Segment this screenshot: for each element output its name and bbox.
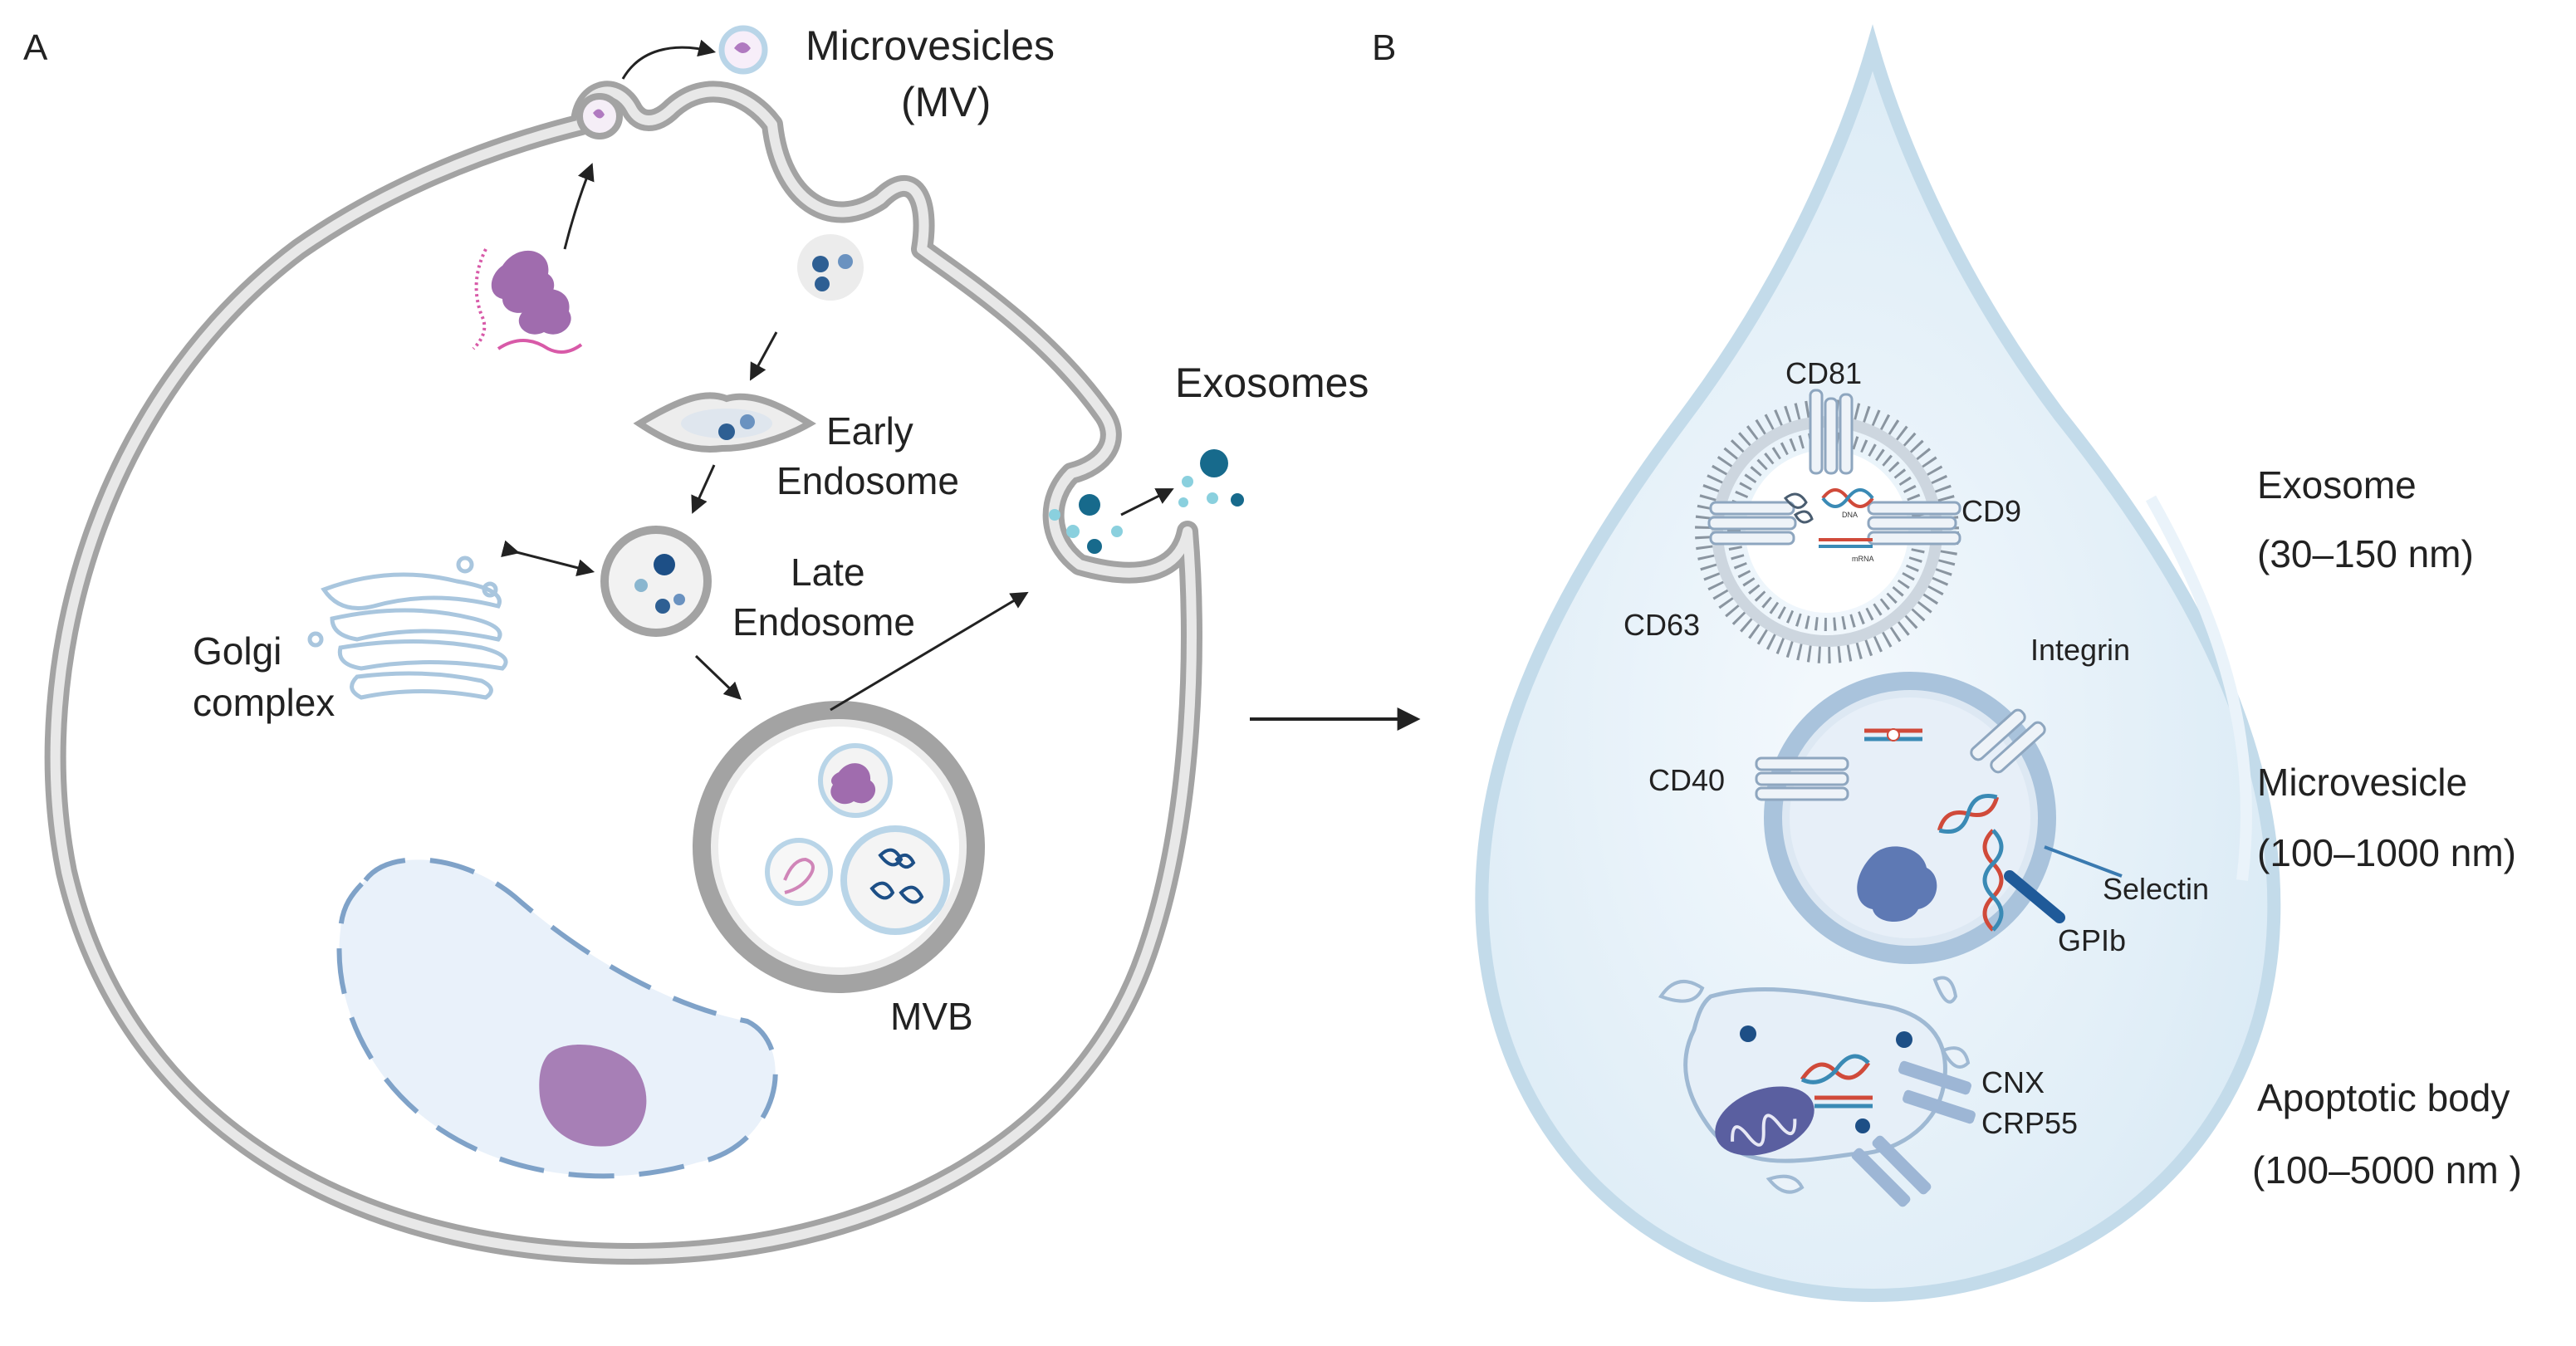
bud-cargo bbox=[593, 109, 605, 119]
late-cargo-4 bbox=[673, 594, 685, 605]
cell-membrane-inner-line bbox=[50, 86, 1197, 1259]
drop-highlight bbox=[2145, 495, 2253, 881]
cargo-cluster bbox=[472, 248, 583, 354]
released-mv-cargo bbox=[734, 42, 751, 53]
label-microvesicles: Microvesicles bbox=[806, 22, 1055, 69]
late-cargo-3 bbox=[655, 599, 670, 614]
endocytic-vesicle bbox=[797, 234, 864, 301]
mvb-protein-cargo bbox=[830, 763, 876, 805]
label-gpib: GPIb bbox=[2058, 923, 2126, 957]
exosome-structure: DNA mRNA bbox=[1695, 389, 1961, 663]
label-cd40: CD40 bbox=[1648, 763, 1725, 797]
mvb-dna-cargo bbox=[869, 848, 924, 904]
arrow-cargo-to-bud bbox=[563, 163, 595, 250]
legend-apoptotic-body-name: Apoptotic body bbox=[2257, 1076, 2510, 1119]
exosome-mrna-tag: mRNA bbox=[1852, 555, 1874, 563]
exosome-helix-2 bbox=[1821, 488, 1874, 508]
mvb-rna-cargo bbox=[783, 857, 815, 894]
cd9-marker bbox=[1867, 501, 1961, 546]
legend-microvesicle-size: (100–1000 nm) bbox=[2257, 831, 2516, 874]
label-cnx: CNX bbox=[1981, 1065, 2045, 1099]
arrow-to-late-endosome bbox=[691, 464, 716, 514]
gpib-marker bbox=[2004, 870, 2065, 923]
nucleus bbox=[336, 857, 778, 1179]
panel-label-a: A bbox=[23, 27, 48, 68]
endocytic-cargo-3 bbox=[815, 277, 830, 291]
integrin-marker bbox=[1970, 708, 2046, 774]
legend-apoptotic-body-size: (100–5000 nm ) bbox=[2252, 1148, 2522, 1192]
label-cd9: CD9 bbox=[1961, 494, 2021, 528]
exosome-dna-cargo bbox=[1783, 492, 1814, 524]
nucleolus bbox=[539, 1045, 647, 1147]
label-mv: (MV) bbox=[901, 79, 991, 125]
label-cd63: CD63 bbox=[1623, 608, 1700, 642]
apoptotic-body bbox=[1658, 976, 1976, 1207]
mv-rna-node bbox=[1887, 728, 1900, 742]
label-cd81: CD81 bbox=[1785, 356, 1862, 390]
cd40-marker bbox=[1755, 756, 1849, 801]
ab-dna-2 bbox=[1800, 1054, 1870, 1084]
mv-dna-3 bbox=[1982, 829, 2004, 932]
cnx-crp55-markers bbox=[1851, 1060, 1976, 1207]
mvb-vesicle-rna bbox=[765, 838, 833, 906]
label-crp55: CRP55 bbox=[1981, 1106, 2078, 1140]
arrow-golgi-late-endosome bbox=[501, 540, 595, 577]
label-integrin: Integrin bbox=[2030, 633, 2130, 667]
cd63-marker bbox=[1707, 501, 1797, 546]
cd81-marker bbox=[1809, 389, 1854, 475]
endocytic-cargo-2 bbox=[838, 254, 853, 269]
panel-label-b: B bbox=[1372, 27, 1396, 68]
arrow-to-mvb bbox=[694, 654, 742, 700]
label-golgi: Golgi bbox=[193, 629, 282, 673]
label-early: Early bbox=[826, 409, 913, 453]
label-late-endosome: Endosome bbox=[732, 600, 915, 644]
late-cargo-2 bbox=[634, 579, 648, 592]
vesicle-size-legend: Exosome (30–150 nm) Microvesicle (100–10… bbox=[2252, 463, 2522, 1192]
legend-exosome-size: (30–150 nm) bbox=[2257, 532, 2474, 575]
exosome-dna-tag: DNA bbox=[1842, 511, 1858, 519]
label-early-endosome: Endosome bbox=[776, 459, 959, 502]
selectin-marker bbox=[2044, 845, 2123, 878]
label-mvb: MVB bbox=[890, 995, 973, 1038]
early-cargo-2 bbox=[740, 414, 755, 429]
label-selectin: Selectin bbox=[2103, 872, 2209, 906]
mv-dna-2 bbox=[1938, 794, 1998, 834]
legend-microvesicle-name: Microvesicle bbox=[2257, 761, 2467, 804]
arrow-to-early-endosome bbox=[749, 331, 778, 381]
label-exosomes: Exosomes bbox=[1175, 360, 1369, 406]
released-exosomes bbox=[1178, 449, 1244, 507]
late-cargo-1 bbox=[654, 554, 675, 575]
mvb-vesicle-dna bbox=[840, 825, 950, 935]
mv-dna-4 bbox=[1982, 829, 2004, 932]
early-cargo-1 bbox=[718, 423, 735, 440]
late-endosome bbox=[600, 526, 712, 637]
microvesicle-structure bbox=[1755, 672, 2123, 964]
exosome-release-site bbox=[1049, 494, 1123, 554]
arrow-exosome-release bbox=[1120, 488, 1174, 516]
golgi-complex bbox=[307, 556, 508, 700]
label-late: Late bbox=[791, 551, 865, 594]
arrow-to-microvesicle bbox=[621, 39, 717, 80]
endocytic-cargo-1 bbox=[812, 256, 829, 272]
label-golgi-complex: complex bbox=[193, 681, 335, 724]
legend-exosome-name: Exosome bbox=[2257, 463, 2417, 507]
mv-protein bbox=[1857, 846, 1937, 922]
arrow-mvb-to-surface bbox=[830, 591, 1029, 712]
